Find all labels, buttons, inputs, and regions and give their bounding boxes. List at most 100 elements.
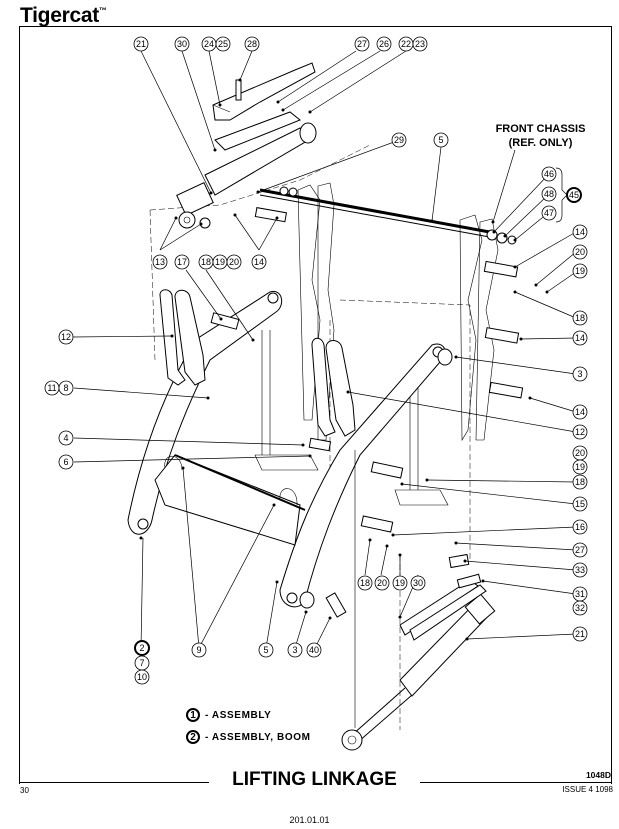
- callout-label: 20: [575, 247, 585, 257]
- callout[interactable]: 5: [433, 132, 449, 148]
- callout-label: 18: [201, 257, 211, 267]
- callout[interactable]: 5: [258, 642, 274, 658]
- callout[interactable]: 22: [398, 36, 414, 52]
- footer-rule-right: [420, 782, 612, 783]
- callout[interactable]: 28: [244, 36, 260, 52]
- callout[interactable]: 19: [392, 575, 408, 591]
- callout-label: 3: [577, 369, 582, 379]
- callout-label: 27: [575, 545, 585, 555]
- callout[interactable]: 33: [572, 562, 588, 578]
- page-title: LIFTING LINKAGE: [232, 769, 397, 790]
- callout[interactable]: 10: [134, 669, 150, 685]
- callout[interactable]: 21: [572, 626, 588, 642]
- callout[interactable]: 19: [572, 263, 588, 279]
- page-number: 30: [20, 786, 29, 795]
- callout[interactable]: 3: [572, 366, 588, 382]
- callout-label: 7: [139, 658, 144, 668]
- callout[interactable]: 14: [251, 254, 267, 270]
- callout[interactable]: 26: [376, 36, 392, 52]
- callout-label: 21: [575, 629, 585, 639]
- callout-label: 15: [575, 499, 585, 509]
- callout-label: 28: [247, 39, 257, 49]
- callout-label: 20: [575, 448, 585, 458]
- callout-label: 18: [360, 578, 370, 588]
- callout-label: 46: [544, 169, 554, 179]
- callout-label: 3: [292, 645, 297, 655]
- callout-label: 9: [196, 645, 201, 655]
- callout[interactable]: 18: [357, 575, 373, 591]
- leader-endpoints: [139, 78, 549, 641]
- callout[interactable]: 15: [572, 496, 588, 512]
- callout-label: 31: [575, 589, 585, 599]
- callout[interactable]: 23: [412, 36, 428, 52]
- callout[interactable]: 14: [572, 404, 588, 420]
- callout[interactable]: 25: [215, 36, 231, 52]
- callout[interactable]: 16: [572, 519, 588, 535]
- brand-logo: Tigercat™: [20, 4, 107, 28]
- trademark-symbol: ™: [98, 6, 107, 15]
- callout[interactable]: 20: [572, 445, 588, 461]
- callout[interactable]: 30: [174, 36, 190, 52]
- callout[interactable]: 40: [306, 642, 322, 658]
- callout-label: 14: [254, 257, 264, 267]
- callout[interactable]: 48: [541, 186, 557, 202]
- callout-label: 14: [575, 407, 585, 417]
- legend-number: 2: [186, 730, 200, 744]
- callout[interactable]: 12: [572, 424, 588, 440]
- callout[interactable]: 18: [572, 310, 588, 326]
- callout-label: 19: [215, 257, 225, 267]
- callout-label: 13: [155, 257, 165, 267]
- callout-label: 26: [379, 39, 389, 49]
- callout-assembly[interactable]: 45: [566, 187, 582, 203]
- callout[interactable]: 47: [541, 205, 557, 221]
- callout-label: 30: [413, 578, 423, 588]
- callout-label: 32: [575, 603, 585, 613]
- callout[interactable]: 20: [572, 244, 588, 260]
- leader-lines: [72, 50, 577, 649]
- callout[interactable]: 3: [287, 642, 303, 658]
- callout-label: 11: [47, 383, 56, 393]
- callout-label: 24: [204, 39, 214, 49]
- callout-label: 16: [575, 522, 585, 532]
- callout[interactable]: 21: [133, 36, 149, 52]
- callout[interactable]: 27: [354, 36, 370, 52]
- callout[interactable]: 4: [58, 430, 74, 446]
- callout-label: 8: [63, 383, 68, 393]
- callout-label: 6: [63, 457, 68, 467]
- callout-label: 20: [229, 257, 239, 267]
- callout[interactable]: 11: [44, 380, 60, 396]
- callout[interactable]: 19: [212, 254, 228, 270]
- callout-label: 12: [61, 332, 71, 342]
- callout-label: 25: [218, 39, 228, 49]
- callout[interactable]: 19: [572, 459, 588, 475]
- callout[interactable]: 32: [572, 600, 588, 616]
- callout[interactable]: 12: [58, 329, 74, 345]
- callout[interactable]: 6: [58, 454, 74, 470]
- callout[interactable]: 8: [58, 380, 74, 396]
- callout[interactable]: 7: [134, 655, 150, 671]
- callout[interactable]: 46: [541, 166, 557, 182]
- callout[interactable]: 20: [226, 254, 242, 270]
- callout-label: 12: [575, 427, 585, 437]
- callout[interactable]: 24: [201, 36, 217, 52]
- callout[interactable]: 18: [572, 474, 588, 490]
- callout-assembly[interactable]: 2: [134, 640, 150, 656]
- callout-label: 19: [575, 266, 585, 276]
- callout-label: 30: [177, 39, 187, 49]
- callout[interactable]: 17: [174, 254, 190, 270]
- callout[interactable]: 18: [198, 254, 214, 270]
- line-art: [127, 62, 524, 751]
- callout[interactable]: 29: [391, 132, 407, 148]
- callout-label: 23: [415, 39, 425, 49]
- legend-text: - ASSEMBLY: [205, 709, 272, 721]
- callout[interactable]: 9: [191, 642, 207, 658]
- callout[interactable]: 30: [410, 575, 426, 591]
- callout-label: 2: [139, 643, 144, 653]
- callout[interactable]: 31: [572, 586, 588, 602]
- model-number: 1048D: [585, 770, 611, 780]
- callout[interactable]: 14: [572, 224, 588, 240]
- callout[interactable]: 27: [572, 542, 588, 558]
- callout[interactable]: 13: [152, 254, 168, 270]
- callout[interactable]: 14: [572, 330, 588, 346]
- callout[interactable]: 20: [374, 575, 390, 591]
